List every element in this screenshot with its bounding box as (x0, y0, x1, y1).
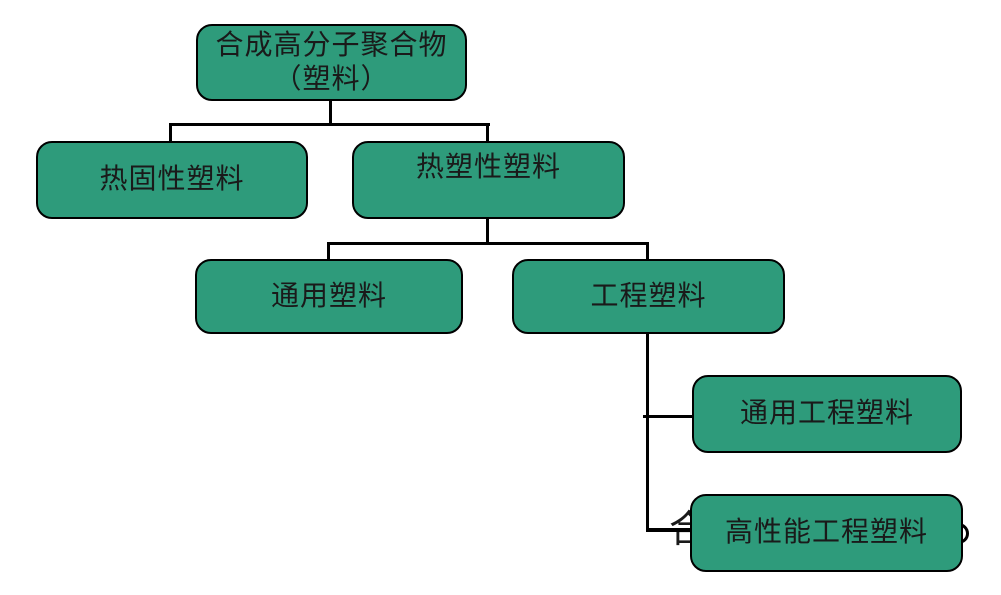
connector-root-stem (329, 100, 332, 126)
connector-thermoplastic-stem (486, 218, 489, 245)
node-thermoset-plastic: 热固性塑料 (36, 141, 308, 219)
node-general-plastic: 通用塑料 (195, 259, 463, 334)
connector-level1-horizontal (169, 123, 490, 126)
node-label-line2: （塑料） (273, 63, 390, 95)
node-label: 工程塑料 (590, 280, 707, 312)
connector-drop-thermoset (169, 123, 172, 143)
connector-drop-engineering (646, 242, 649, 261)
connector-drop-thermoplastic (486, 123, 489, 143)
node-label: 通用工程塑料 (739, 398, 914, 429)
connector-branch-high-perf (646, 528, 691, 532)
connector-branch-general-eng (643, 415, 692, 418)
connector-level2-horizontal (327, 242, 649, 245)
node-label: 通用塑料 (270, 280, 387, 312)
connector-engineering-trunk (646, 333, 649, 532)
connector-drop-general (327, 242, 330, 261)
node-synthetic-polymer: 合成高分子聚合物 （塑料） (196, 24, 467, 101)
node-high-performance-engineering-plastic: 高性能工程塑料 (690, 494, 963, 572)
node-label: 热固性塑料 (99, 164, 245, 195)
node-thermoplastic: 热塑性塑料 (352, 141, 625, 219)
node-label: 高性能工程塑料 (724, 517, 928, 548)
node-engineering-plastic: 工程塑料 (512, 259, 785, 334)
node-label: 热塑性塑料 (415, 152, 561, 183)
node-label-line1: 合成高分子聚合物 (215, 29, 448, 61)
node-general-engineering-plastic: 通用工程塑料 (692, 375, 962, 453)
